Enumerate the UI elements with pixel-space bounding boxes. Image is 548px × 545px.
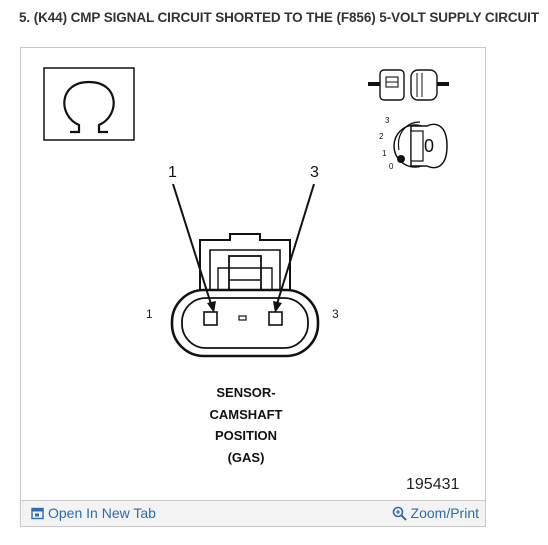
pin-callout-arrows [172, 183, 315, 313]
ohm-symbol-icon [43, 67, 135, 141]
callout-pin-1: 1 [168, 164, 177, 181]
key-position-0: 0 [389, 162, 394, 171]
sensor-connector [170, 233, 320, 358]
key-position-2: 2 [379, 132, 384, 141]
open-in-new-tab-label: Open In New Tab [48, 505, 156, 521]
callout-pin-3: 3 [310, 164, 319, 181]
disconnected-connector-icon [368, 69, 449, 101]
new-tab-icon [31, 507, 44, 520]
image-toolbar: Open In New Tab Zoom/Print [20, 500, 486, 527]
sensor-label-line: POSITION [214, 428, 278, 443]
page-title: 5. (K44) CMP SIGNAL CIRCUIT SHORTED TO T… [19, 10, 539, 25]
pin-label-3: 3 [332, 307, 339, 321]
key-symbol: 0 [424, 136, 435, 156]
key-position-3: 3 [385, 116, 390, 125]
magnifier-icon [392, 506, 407, 521]
sensor-label: SENSOR- CAMSHAFT POSITION (GAS) [196, 382, 296, 468]
figure-number: 195431 [406, 476, 460, 493]
sensor-label-line: SENSOR- [216, 385, 276, 400]
sensor-label-line: (GAS) [227, 449, 265, 465]
zoom-print-label: Zoom/Print [410, 505, 479, 521]
zoom-print-link[interactable]: Zoom/Print [392, 505, 479, 521]
key-position-1: 1 [382, 149, 387, 158]
ignition-key-icon [393, 121, 448, 169]
sensor-label-line: CAMSHAFT [209, 406, 283, 422]
open-in-new-tab-link[interactable]: Open In New Tab [31, 505, 156, 521]
pin-label-1: 1 [146, 307, 153, 321]
